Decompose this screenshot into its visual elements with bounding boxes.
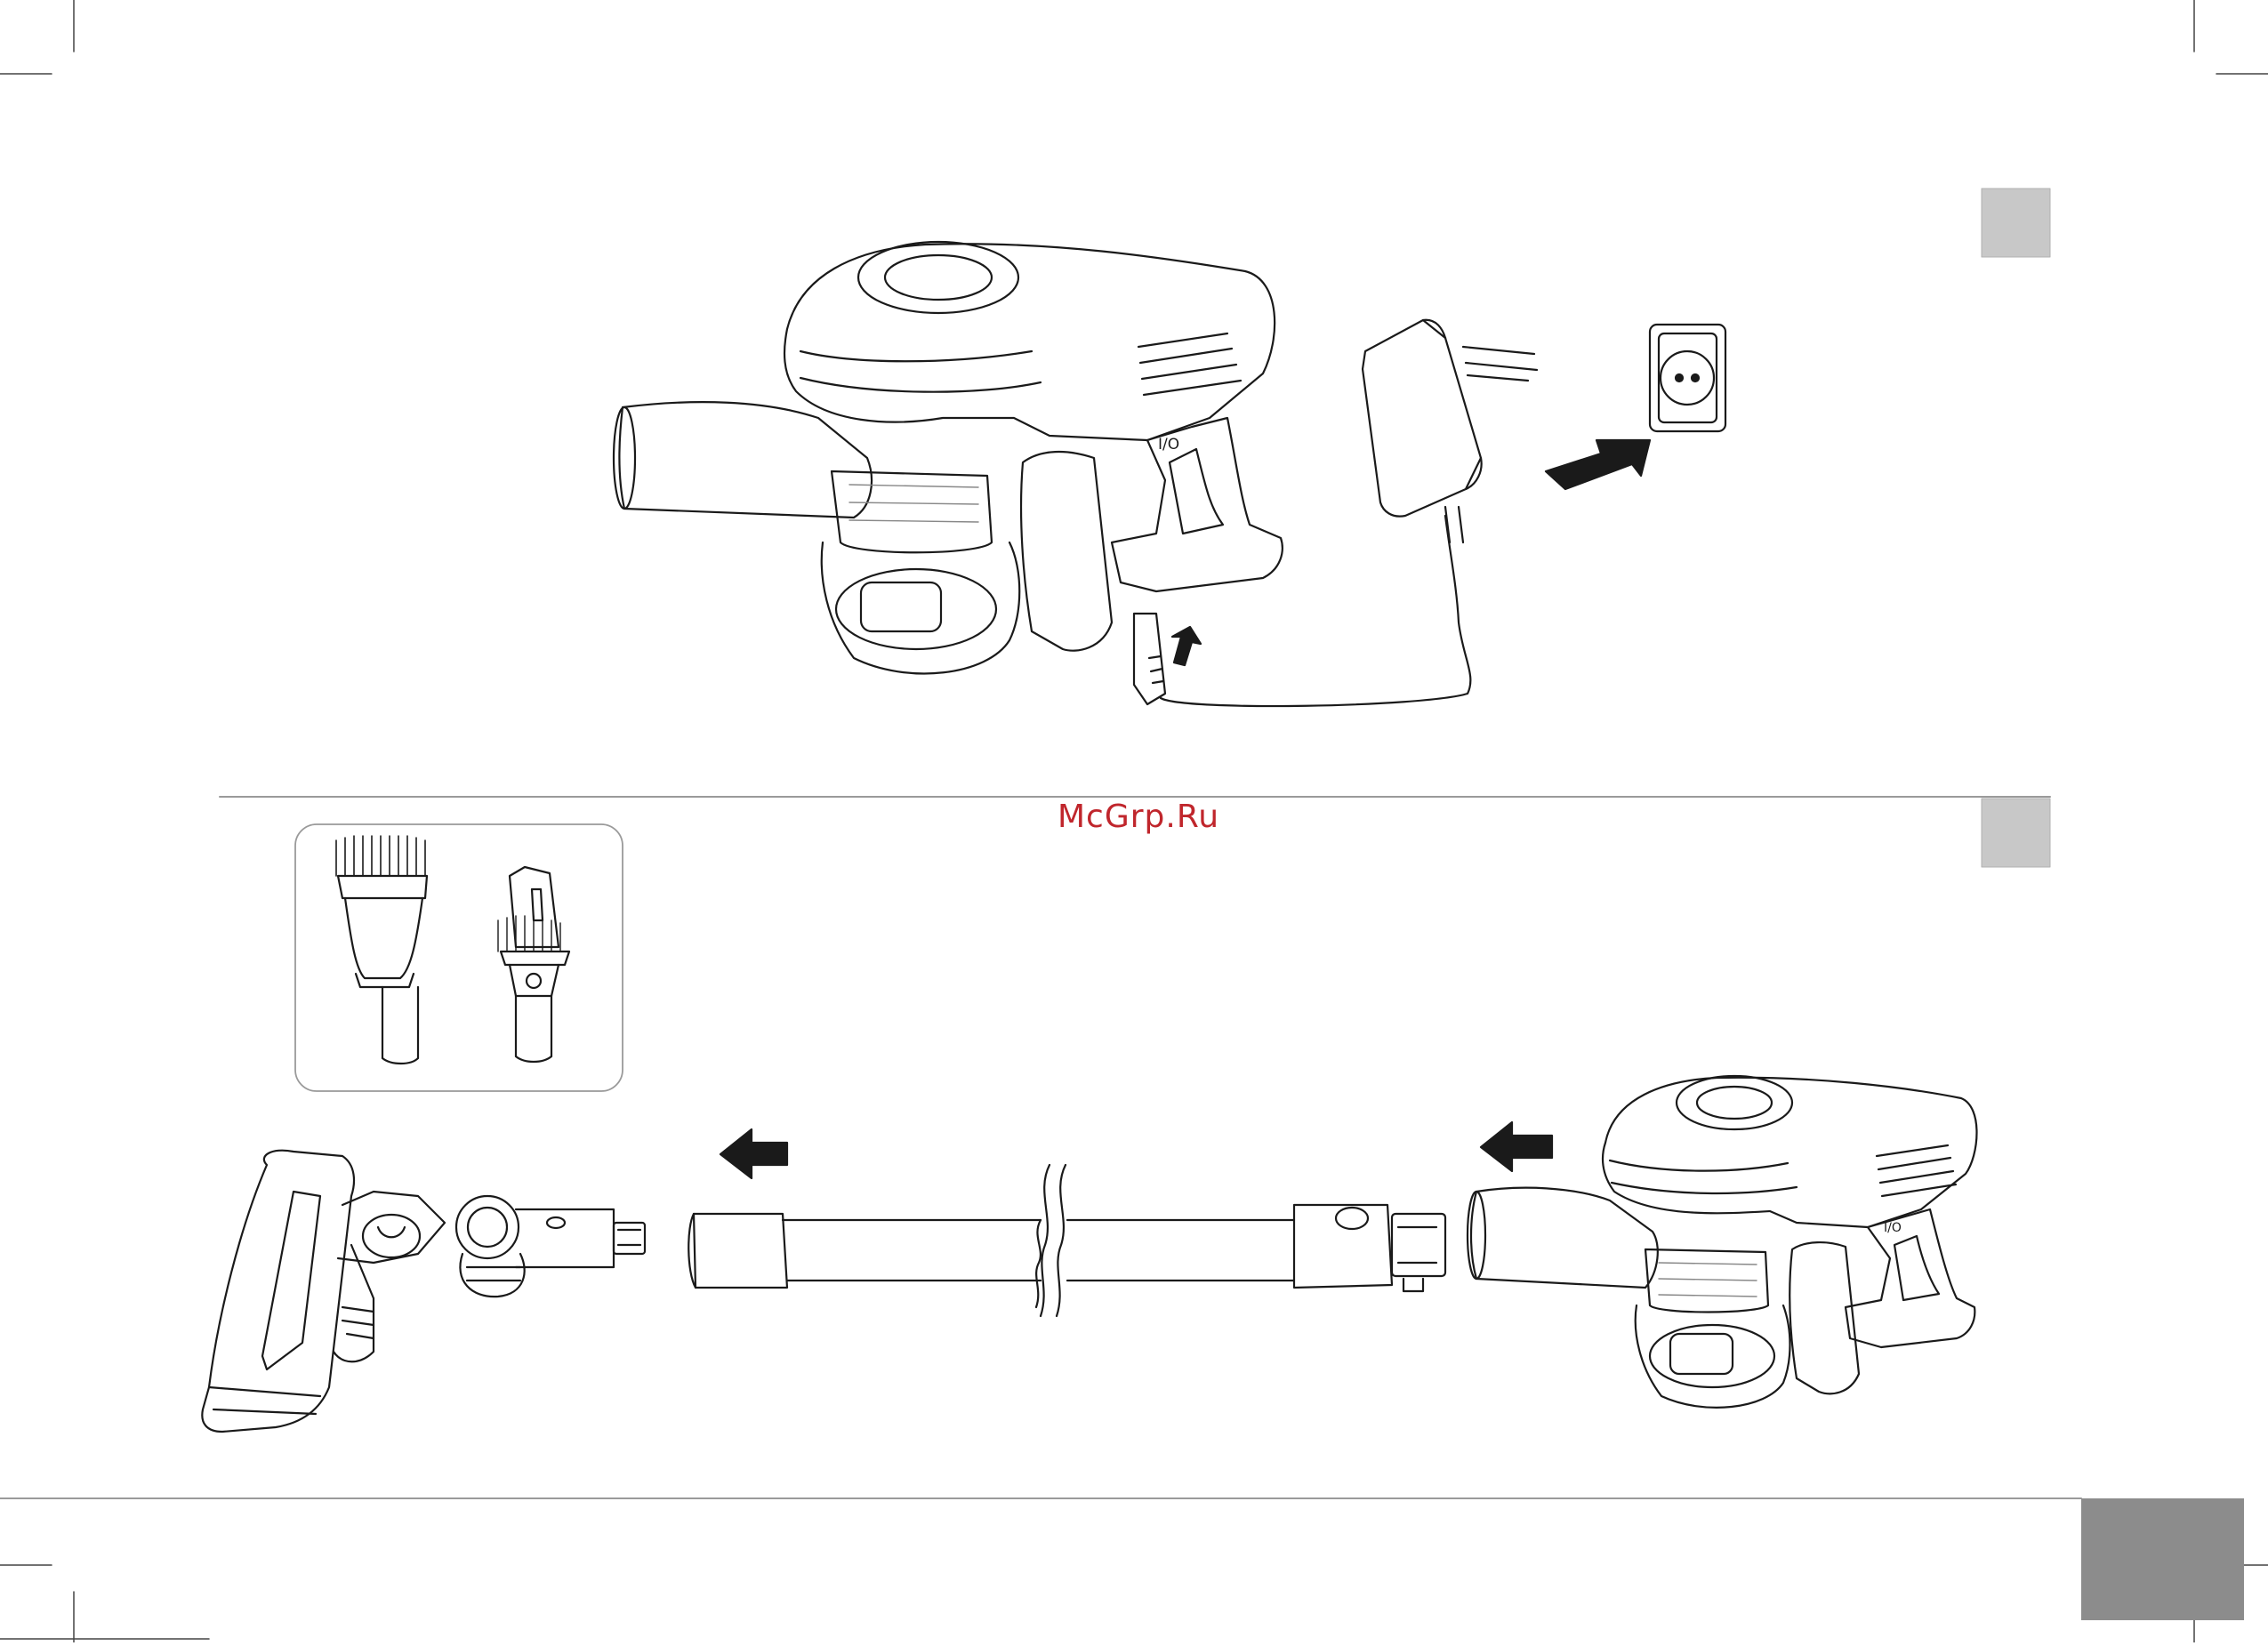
extension-tube-icon <box>688 1165 1445 1316</box>
section-tab-1 <box>1982 189 2050 257</box>
left-arrow-icon <box>720 1129 787 1178</box>
crevice-tool-icon <box>498 867 569 1062</box>
insert-arrow-icon <box>1172 627 1201 665</box>
assembly-illustration: I/O <box>202 1076 1976 1432</box>
charger-adapter-icon <box>1363 320 1537 542</box>
charging-illustration: I/O <box>614 242 1725 706</box>
switch-label: I/O <box>1884 1221 1902 1235</box>
handheld-vacuum-icon: I/O <box>1468 1076 1977 1408</box>
wall-socket-icon <box>1650 325 1725 431</box>
left-arrow-icon <box>1481 1122 1552 1171</box>
dusting-brush-icon <box>336 836 427 1064</box>
plug-in-arrow-icon <box>1546 440 1650 489</box>
watermark: McGrp.Ru <box>1050 799 1227 835</box>
floor-brush-icon <box>202 1151 645 1432</box>
charger-cable-icon <box>1161 516 1470 706</box>
switch-label: I/O <box>1158 436 1179 454</box>
page-number-tab <box>2081 1498 2244 1620</box>
section-tab-2 <box>1982 799 2050 867</box>
accessories-inset <box>295 824 623 1091</box>
